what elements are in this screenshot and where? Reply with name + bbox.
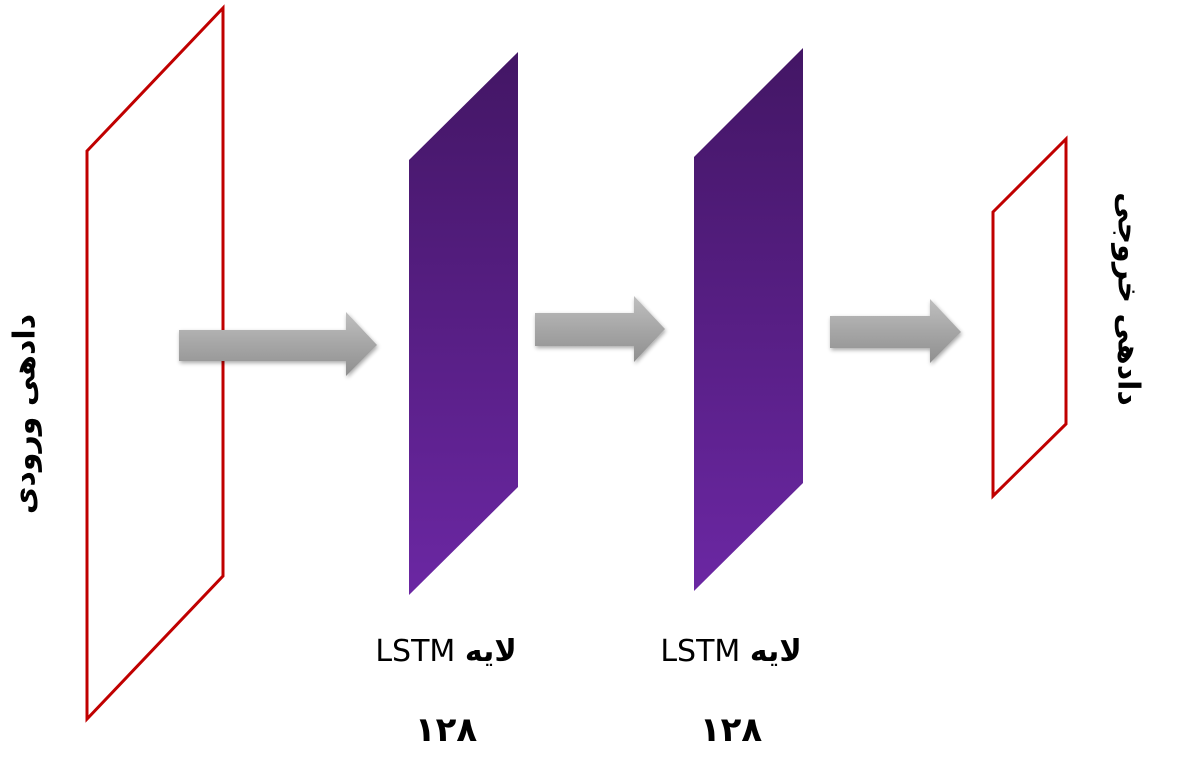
output-data-plane	[991, 135, 1068, 500]
flow-arrow-1	[179, 312, 377, 376]
lstm-layer-1-name: LSTM	[375, 634, 456, 669]
lstm-layer-2-prefix: لایه	[749, 634, 802, 669]
flow-arrow-2	[535, 296, 665, 362]
lstm-layer-2-label: لایه LSTM	[660, 634, 801, 669]
lstm-layer-2-units: ۱۲۸	[699, 710, 763, 750]
flow-arrow-3	[830, 299, 961, 363]
lstm-layer-1-plane	[409, 52, 518, 595]
input-data-plane	[85, 4, 225, 723]
lstm-layer-1-label: لایه LSTM	[375, 634, 516, 669]
output-data-label: دادهی خروجی	[1110, 192, 1146, 406]
lstm-layer-1-units: ۱۲۸	[414, 710, 478, 750]
lstm-layer-2-name: LSTM	[660, 634, 741, 669]
lstm-layer-1-prefix: لایه	[464, 634, 517, 669]
lstm-layer-2-plane	[694, 48, 803, 591]
input-data-label: دادهی ورودی	[7, 313, 43, 515]
